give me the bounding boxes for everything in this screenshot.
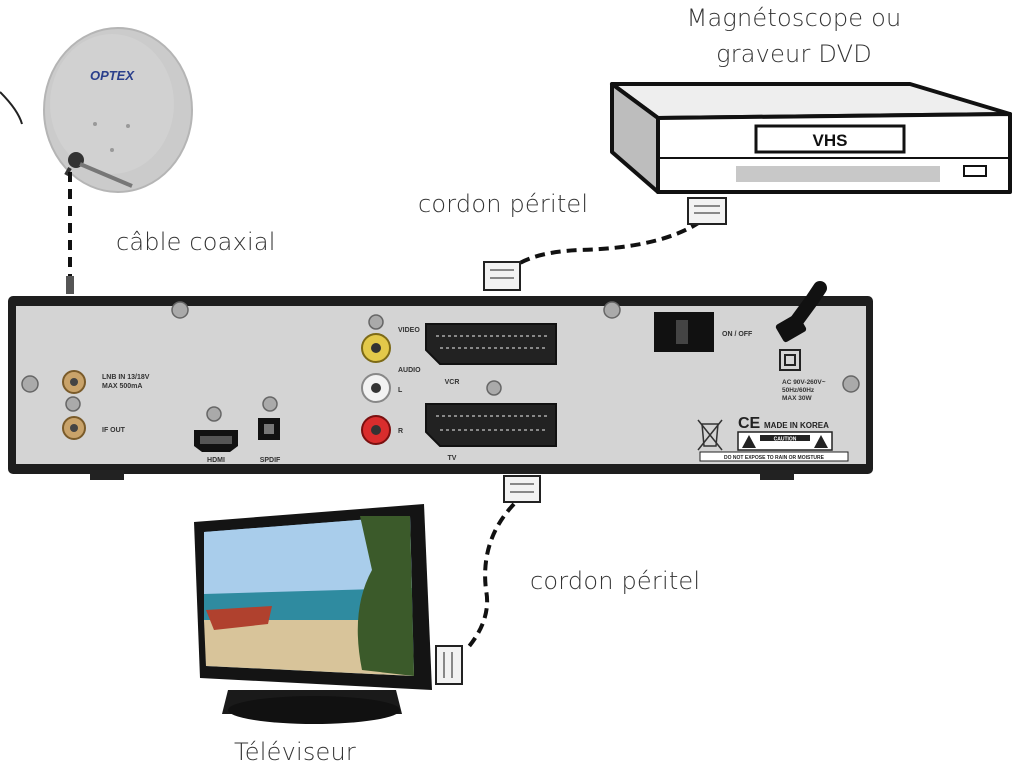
vcr-device: VHS [610, 82, 1012, 194]
tv-port-label: TV [448, 455, 457, 462]
if-out-label: IF OUT [102, 427, 126, 434]
caution-label: CAUTION [774, 437, 797, 443]
screw-icon [206, 406, 222, 422]
scart-vcr-port [425, 323, 557, 365]
warning-triangle-icon [742, 435, 756, 448]
screw-icon [368, 314, 384, 330]
audio-l-label: L [398, 387, 403, 394]
tv-label: Téléviseur [234, 738, 356, 766]
power-rating-line3: MAX 30W [782, 395, 812, 402]
dish-brand: OPTEX [90, 68, 135, 83]
scart-tv-port [425, 403, 557, 447]
vhs-badge-frame [754, 124, 906, 154]
lnb-max-label: MAX 500mA [102, 383, 142, 390]
screw-icon [171, 301, 189, 319]
hdmi-label: HDMI [207, 457, 225, 464]
video-label: VIDEO [398, 327, 420, 334]
satellite-dish: OPTEX [0, 27, 193, 193]
coax-cable-label: câble coaxial [116, 228, 276, 256]
television [194, 504, 432, 724]
vhs-badge: VHS [813, 131, 848, 150]
screw-icon [21, 375, 39, 393]
vcr-port-label: VCR [445, 379, 460, 386]
scart-cable-bottom [435, 475, 541, 685]
screw-icon [842, 375, 860, 393]
screw-icon [486, 380, 502, 396]
made-in-label: MADE IN KOREA [764, 421, 829, 430]
spdif-label: SPDIF [260, 457, 281, 464]
ce-mark: CE [738, 415, 761, 432]
receiver-rear-panel: LNB IN 13/18V MAX 500mA IF OUT HDMI SPDI… [8, 281, 873, 480]
vcr-title-line2: graveur DVD [716, 40, 872, 68]
audio-r-label: R [398, 428, 403, 435]
double-insulation-icon [779, 349, 801, 371]
power-rating-line2: 50Hz/60Hz [782, 387, 815, 394]
scart-cable-top [483, 197, 727, 291]
scart-cable-bottom-label: cordon péritel [530, 567, 701, 595]
lnb-in-label: LNB IN 13/18V [102, 374, 150, 381]
vcr-eject-button [963, 165, 987, 177]
power-rating-line1: AC 90V-260V~ [782, 379, 826, 386]
rain-warning-label: DO NOT EXPOSE TO RAIN OR MOISTURE [724, 455, 825, 461]
warning-strip [699, 451, 849, 462]
screw-icon [262, 396, 278, 412]
vcr-tape-slot [736, 166, 940, 182]
audio-label: AUDIO [398, 367, 421, 374]
scart-cable-top-label: cordon péritel [418, 190, 589, 218]
warning-triangle-icon [814, 435, 828, 448]
screw-icon [65, 396, 81, 412]
vcr-title-line1: Magnétoscope ou [686, 4, 902, 32]
screw-icon [603, 301, 621, 319]
on-off-label: ON / OFF [722, 331, 753, 338]
